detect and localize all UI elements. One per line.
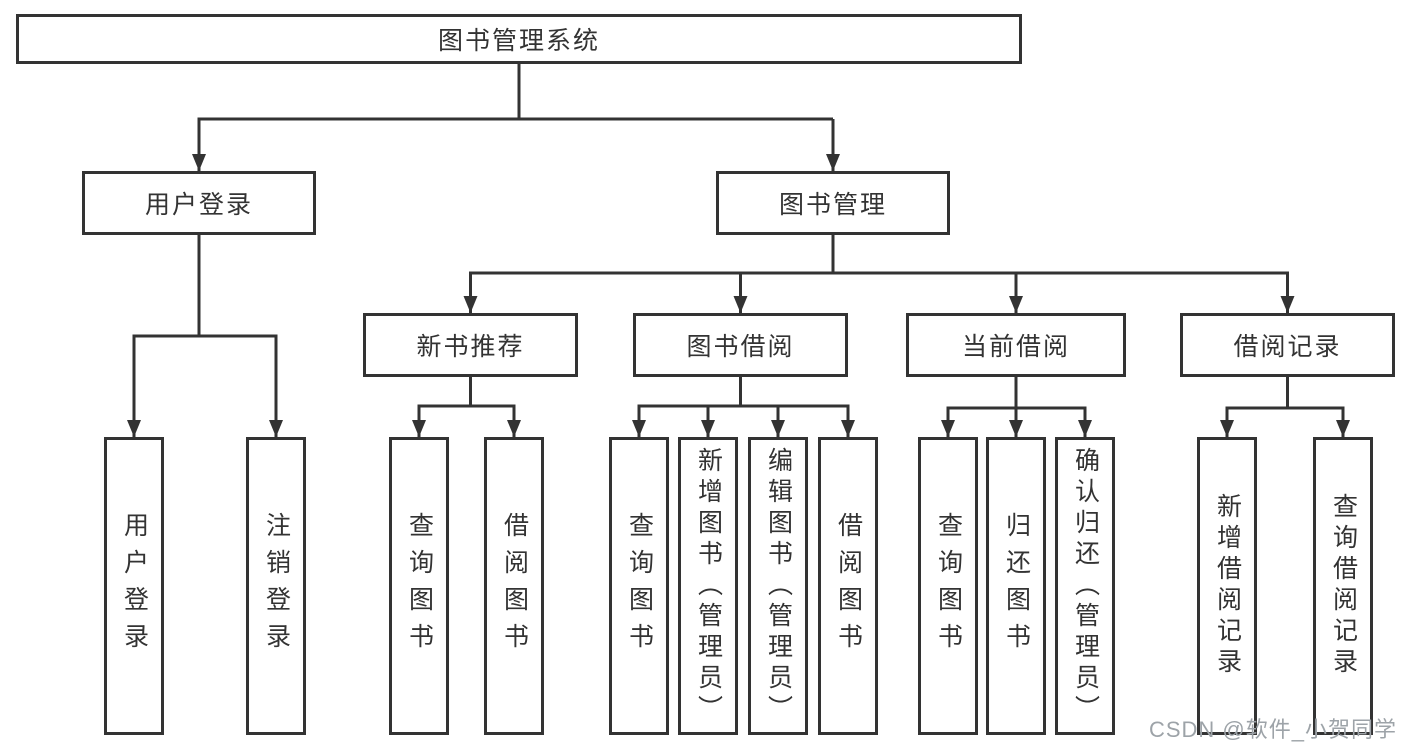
node-borrowing-records: 借阅记录 [1180, 313, 1395, 377]
leaf-borrow-books: 借阅图书 [818, 437, 878, 735]
leaf-query-borrow-record: 查询借阅记录 [1313, 437, 1373, 735]
leaf-label: 借阅图书 [834, 512, 863, 660]
leaf-confirm-return-admin: 确认归还（管理员） [1055, 437, 1115, 735]
leaf-label: 注销登录 [262, 512, 291, 660]
leaf-query-books-borrow: 查询图书 [609, 437, 669, 735]
leaf-label: 确认归还（管理员） [1071, 446, 1100, 726]
leaf-label: 编辑图书（管理员） [764, 446, 793, 726]
node-new-book-recommendation: 新书推荐 [363, 313, 578, 377]
csdn-watermark: CSDN @软件_小贺同学 [1148, 717, 1397, 742]
leaf-add-book-admin: 新增图书（管理员） [678, 437, 738, 735]
root-node-book-management-system: 图书管理系统 [16, 14, 1022, 64]
leaf-query-books-recommend: 查询图书 [389, 437, 449, 735]
leaf-user-login: 用户登录 [104, 437, 164, 735]
node-book-borrowing: 图书借阅 [633, 313, 848, 377]
node-current-borrowing: 当前借阅 [906, 313, 1126, 377]
leaf-add-borrow-record: 新增借阅记录 [1197, 437, 1257, 735]
leaf-label: 查询图书 [934, 512, 963, 660]
leaf-borrow-books-recommend: 借阅图书 [484, 437, 544, 735]
leaf-label: 归还图书 [1002, 512, 1031, 660]
leaf-return-books: 归还图书 [986, 437, 1046, 735]
leaf-query-books-current: 查询图书 [918, 437, 978, 735]
leaf-label: 查询图书 [625, 512, 654, 660]
leaf-label: 查询图书 [405, 512, 434, 660]
leaf-label: 查询借阅记录 [1329, 493, 1358, 679]
node-book-management: 图书管理 [716, 171, 950, 235]
leaf-label: 新增借阅记录 [1213, 493, 1242, 679]
node-user-login: 用户登录 [82, 171, 316, 235]
leaf-label: 用户登录 [120, 512, 149, 660]
leaf-edit-book-admin: 编辑图书（管理员） [748, 437, 808, 735]
leaf-logout: 注销登录 [246, 437, 306, 735]
leaf-label: 新增图书（管理员） [694, 446, 723, 726]
leaf-label: 借阅图书 [500, 512, 529, 660]
